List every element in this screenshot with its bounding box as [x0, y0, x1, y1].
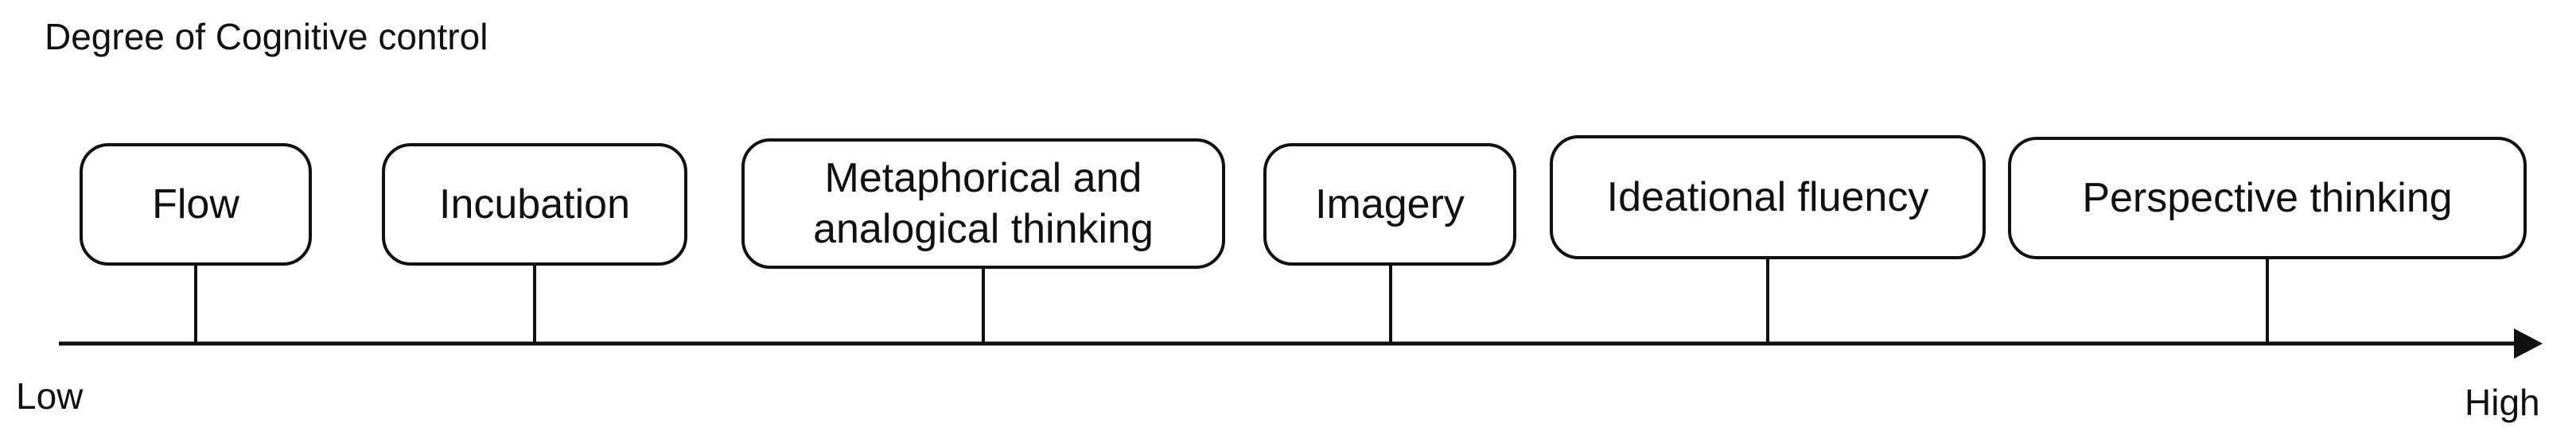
stage-label: Perspective thinking — [2082, 175, 2453, 221]
axis-high-label: High — [2465, 382, 2540, 423]
diagram-title: Degree of Cognitive control — [45, 16, 488, 57]
stage-box-ideational-fluency: Ideational fluency — [1550, 135, 1986, 259]
stage-box-perspective-thinking: Perspective thinking — [2008, 137, 2527, 259]
axis-low-label: Low — [16, 375, 84, 417]
stage-box-metaphorical-analogical-thinking: Metaphorical and analogical thinking — [741, 138, 1225, 269]
stage-box-imagery: Imagery — [1263, 143, 1516, 266]
stage-label: Flow — [152, 181, 239, 227]
stage-label: Imagery — [1315, 181, 1465, 227]
stage-label: Incubation — [439, 181, 630, 227]
stage-box-flow: Flow — [80, 143, 312, 266]
axis-arrowhead — [2514, 328, 2543, 359]
stage-label: Ideational fluency — [1606, 174, 1929, 220]
stage-box-incubation: Incubation — [382, 143, 687, 266]
stage-label: Metaphorical and analogical thinking — [813, 155, 1154, 252]
